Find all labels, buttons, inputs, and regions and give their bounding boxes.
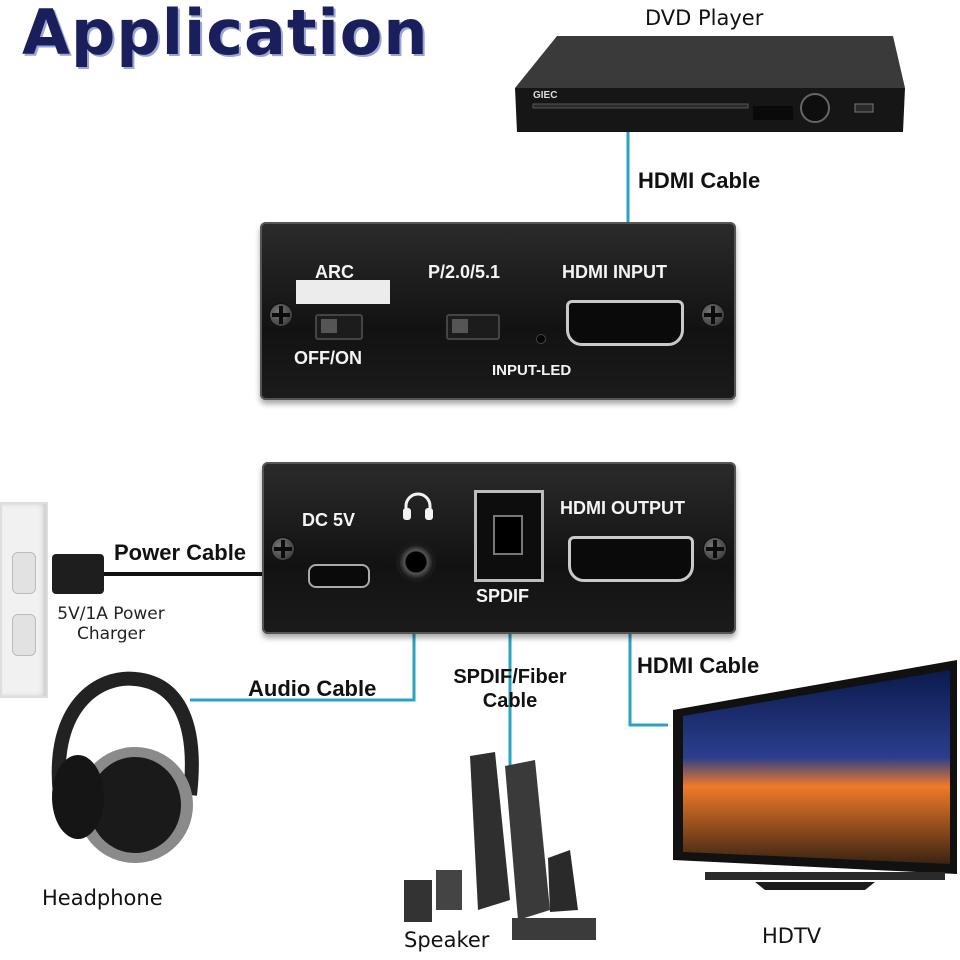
input-led xyxy=(536,334,546,344)
arc-label: ARC xyxy=(315,262,354,282)
spdif-cable-label: SPDIF/Fiber Cable xyxy=(453,666,567,712)
hdmi-cable-top-label: HDMI Cable xyxy=(638,168,761,193)
speaker-label: Speaker xyxy=(404,928,490,952)
speaker-set xyxy=(400,750,600,940)
screw-icon xyxy=(268,302,294,328)
power-charger xyxy=(52,554,104,594)
hdmi-input-label: HDMI INPUT xyxy=(562,262,667,282)
hdmi-cable-bottom-label: HDMI Cable xyxy=(637,653,760,678)
wall-outlet xyxy=(0,502,48,698)
audio-cable-label: Audio Cable xyxy=(248,676,377,701)
hdmi-input-port xyxy=(566,300,684,346)
converter-back-panel: DC 5V SPDIF HDMI OUTPUT xyxy=(262,462,736,634)
off-on-label: OFF/ON xyxy=(294,348,362,368)
power-cable-label: Power Cable xyxy=(114,540,247,565)
spdif-port xyxy=(474,490,544,582)
input-led-label: INPUT-LED xyxy=(492,362,572,379)
mode-label: P/2.0/5.1 xyxy=(428,262,501,282)
headphone-label: Headphone xyxy=(42,886,163,910)
dc-5v-label: DC 5V xyxy=(302,510,356,530)
hdmi-output-port xyxy=(568,536,694,582)
converter-front-panel: ARC OFF/ON P/2.0/5.1 INPUT-LED HDMI INPU… xyxy=(260,222,736,400)
dvd-player: GIEC xyxy=(515,36,905,134)
hdmi-output-label: HDMI OUTPUT xyxy=(560,498,685,518)
charger-label: 5V/1A Power Charger xyxy=(57,604,165,644)
hdtv-label: HDTV xyxy=(762,924,822,948)
hdtv xyxy=(665,660,960,900)
arc-switch[interactable] xyxy=(315,314,363,340)
dvd-player-label: DVD Player xyxy=(645,6,764,30)
screw-icon xyxy=(702,536,728,562)
dvd-brand: GIEC xyxy=(533,90,558,101)
audio-jack xyxy=(396,542,436,582)
headphone-icon xyxy=(400,488,436,524)
arc-sticker xyxy=(296,280,390,304)
spdif-label: SPDIF xyxy=(476,586,530,606)
mode-switch[interactable] xyxy=(446,314,500,340)
page-title: Application xyxy=(22,0,429,69)
screw-icon xyxy=(270,536,296,562)
micro-usb-port xyxy=(308,564,370,588)
headphone xyxy=(40,665,200,865)
screw-icon xyxy=(700,302,726,328)
